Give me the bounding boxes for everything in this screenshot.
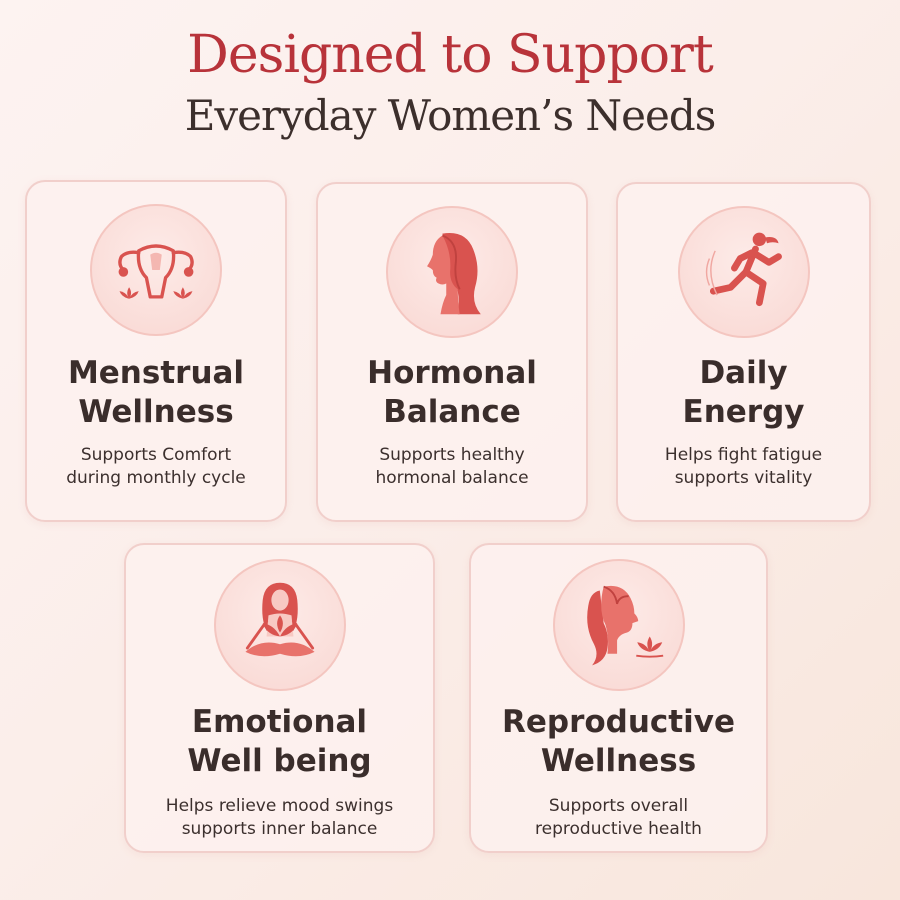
card-title-line-1: Daily: [699, 355, 788, 391]
card-title-line-2: Well being: [187, 743, 372, 779]
card-emotional-well-being: Emotional Well being Helps relieve mood …: [124, 543, 435, 853]
card-title: Menstrual Wellness: [27, 354, 285, 432]
card-subtitle-line-2: hormonal balance: [375, 468, 529, 488]
headline-line-2: Everyday Women’s Needs: [184, 91, 717, 140]
card-title: Emotional Well being: [126, 703, 433, 781]
running-woman-icon-circle: [677, 206, 810, 338]
card-subtitle: Helps relieve mood swings supports inner…: [126, 795, 433, 841]
meditating-woman-icon: [244, 582, 315, 657]
card-subtitle-line-1: Supports healthy: [379, 445, 525, 465]
running-woman-icon: [705, 232, 782, 307]
card-title-line-1: Menstrual: [67, 355, 245, 391]
card-title-line-2: Wellness: [540, 743, 697, 779]
card-subtitle: Supports healthy hormonal balance: [318, 444, 586, 490]
card-subtitle: Supports Comfort during monthly cycle: [27, 444, 285, 490]
uterus-icon: [118, 244, 194, 299]
headline-line-1: Designed to Support: [187, 25, 714, 85]
card-subtitle-line-2: during monthly cycle: [66, 468, 246, 488]
woman-lotus-icon: [586, 585, 663, 666]
card-subtitle: Supports overall reproductive health: [471, 795, 766, 841]
card-hormonal-balance: Hormonal Balance Supports healthy hormon…: [316, 182, 588, 522]
card-subtitle-line-2: reproductive health: [535, 819, 702, 839]
card-subtitle-line-1: Helps fight fatigue: [664, 445, 823, 465]
card-menstrual-wellness: Menstrual Wellness Supports Comfort duri…: [25, 180, 287, 522]
meditating-woman-icon-circle: [213, 559, 346, 691]
card-subtitle-line-2: supports inner balance: [181, 819, 378, 839]
woman-profile-icon: [427, 232, 481, 315]
card-title-line-2: Wellness: [78, 394, 234, 430]
card-title-line-2: Energy: [682, 394, 805, 430]
card-title: Reproductive Wellness: [471, 703, 766, 781]
card-subtitle: Helps fight fatigue supports vitality: [618, 444, 869, 490]
card-title-line-2: Balance: [383, 394, 521, 430]
card-title-line-1: Hormonal: [367, 355, 537, 391]
woman-profile-icon-circle: [386, 206, 518, 338]
card-reproductive-wellness: Reproductive Wellness Supports overall r…: [469, 543, 768, 853]
card-title-line-1: Reproductive: [502, 704, 735, 740]
headline: Designed to Support Everyday Women’s Nee…: [0, 22, 900, 144]
card-subtitle-line-1: Helps relieve mood swings: [165, 796, 394, 816]
uterus-icon-circle: [90, 204, 222, 336]
card-subtitle-line-2: supports vitality: [674, 468, 813, 488]
card-daily-energy: Daily Energy Helps fight fatigue support…: [616, 182, 871, 522]
woman-lotus-icon-circle: [552, 559, 685, 691]
card-subtitle-line-1: Supports overall: [548, 796, 689, 816]
card-title-line-1: Emotional: [191, 704, 368, 740]
card-subtitle-line-1: Supports Comfort: [80, 445, 232, 465]
card-title: Hormonal Balance: [318, 354, 586, 432]
card-title: Daily Energy: [618, 354, 869, 432]
